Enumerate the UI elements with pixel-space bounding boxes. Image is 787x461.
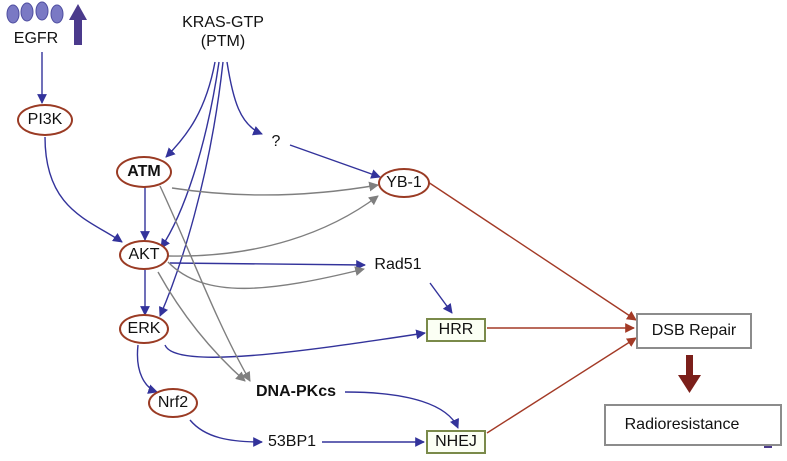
- rad51-label: Rad51: [368, 252, 428, 278]
- akt-node: AKT: [119, 240, 169, 270]
- atm-text: ATM: [127, 163, 161, 180]
- kras-gtp-label: KRAS-GTP (PTM): [168, 8, 278, 56]
- nhej-text: NHEJ: [435, 433, 477, 450]
- hrr-node: HRR: [426, 318, 486, 342]
- kras-text: KRAS-GTP: [182, 14, 264, 31]
- egfr-receptor-dot: [50, 4, 64, 24]
- edge-nrf2-53bp1: [189, 419, 263, 447]
- egfr-receptor-dot: [20, 2, 34, 22]
- yb1-node: YB-1: [378, 168, 430, 198]
- dsb-repair-text: DSB Repair: [651, 322, 737, 339]
- rad51-text: Rad51: [374, 256, 422, 273]
- question-text: ?: [271, 133, 281, 150]
- edge-kras-erk: [159, 61, 224, 317]
- dna-pkcs-text: DNA-PKcs: [255, 383, 336, 400]
- erk-node: ERK: [119, 314, 169, 344]
- egfr-receptor-dot: [35, 1, 49, 21]
- edge-akt-rad51: [169, 260, 366, 270]
- radioresistance-text: Radioresistance: [624, 416, 740, 433]
- edge-question-yb1: [289, 144, 381, 179]
- edge-atm-dnapkcs: [159, 185, 251, 382]
- dna-pkcs-label: DNA-PKcs: [246, 380, 346, 404]
- pi3k-text: PI3K: [27, 111, 63, 128]
- erk-text: ERK: [127, 320, 161, 337]
- 53bp1-text: 53BP1: [267, 433, 317, 450]
- edge-erk-nrf2: [136, 344, 158, 394]
- edge-kras-atm: [165, 61, 216, 158]
- egfr-label: EGFR: [8, 28, 64, 50]
- kras-ptm-text: (PTM): [200, 33, 246, 50]
- edge-kras-question: [226, 61, 263, 136]
- nrf2-text: Nrf2: [157, 394, 189, 411]
- edge-dnapkcs-nhej: [344, 391, 459, 429]
- edge-yb1-dsb: [427, 181, 637, 321]
- egfr-text: EGFR: [13, 30, 59, 47]
- edge-atm-yb1: [171, 181, 379, 196]
- dsb-repair-node: DSB Repair: [636, 313, 752, 349]
- edge-nhej-dsb: [486, 337, 637, 434]
- up-arrow-icon: [69, 4, 87, 45]
- unknown-mediator-label: ?: [264, 130, 288, 154]
- nhej-node: NHEJ: [426, 430, 486, 454]
- akt-text: AKT: [128, 246, 160, 263]
- edge-pi3k-akt: [44, 136, 123, 243]
- yb1-text: YB-1: [386, 174, 422, 191]
- edge-akt-dnapkcs: [157, 271, 246, 382]
- edge-akt-rad51-gray: [167, 261, 365, 289]
- edge-rad51-hrr: [429, 282, 453, 314]
- hrr-text: HRR: [438, 321, 474, 338]
- atm-node: ATM: [116, 156, 172, 188]
- 53bp1-label: 53BP1: [262, 430, 322, 454]
- edge-erk-hrr: [164, 329, 426, 358]
- nrf2-node: Nrf2: [148, 388, 198, 418]
- edge-dsb-radioresistance: [678, 355, 701, 393]
- edge-kras-akt: [160, 61, 220, 249]
- edge-akt-yb1: [167, 195, 379, 257]
- egfr-receptor-dot: [6, 4, 20, 24]
- radioresistance-node: Radioresistance: [604, 404, 782, 446]
- pi3k-node: PI3K: [17, 104, 73, 136]
